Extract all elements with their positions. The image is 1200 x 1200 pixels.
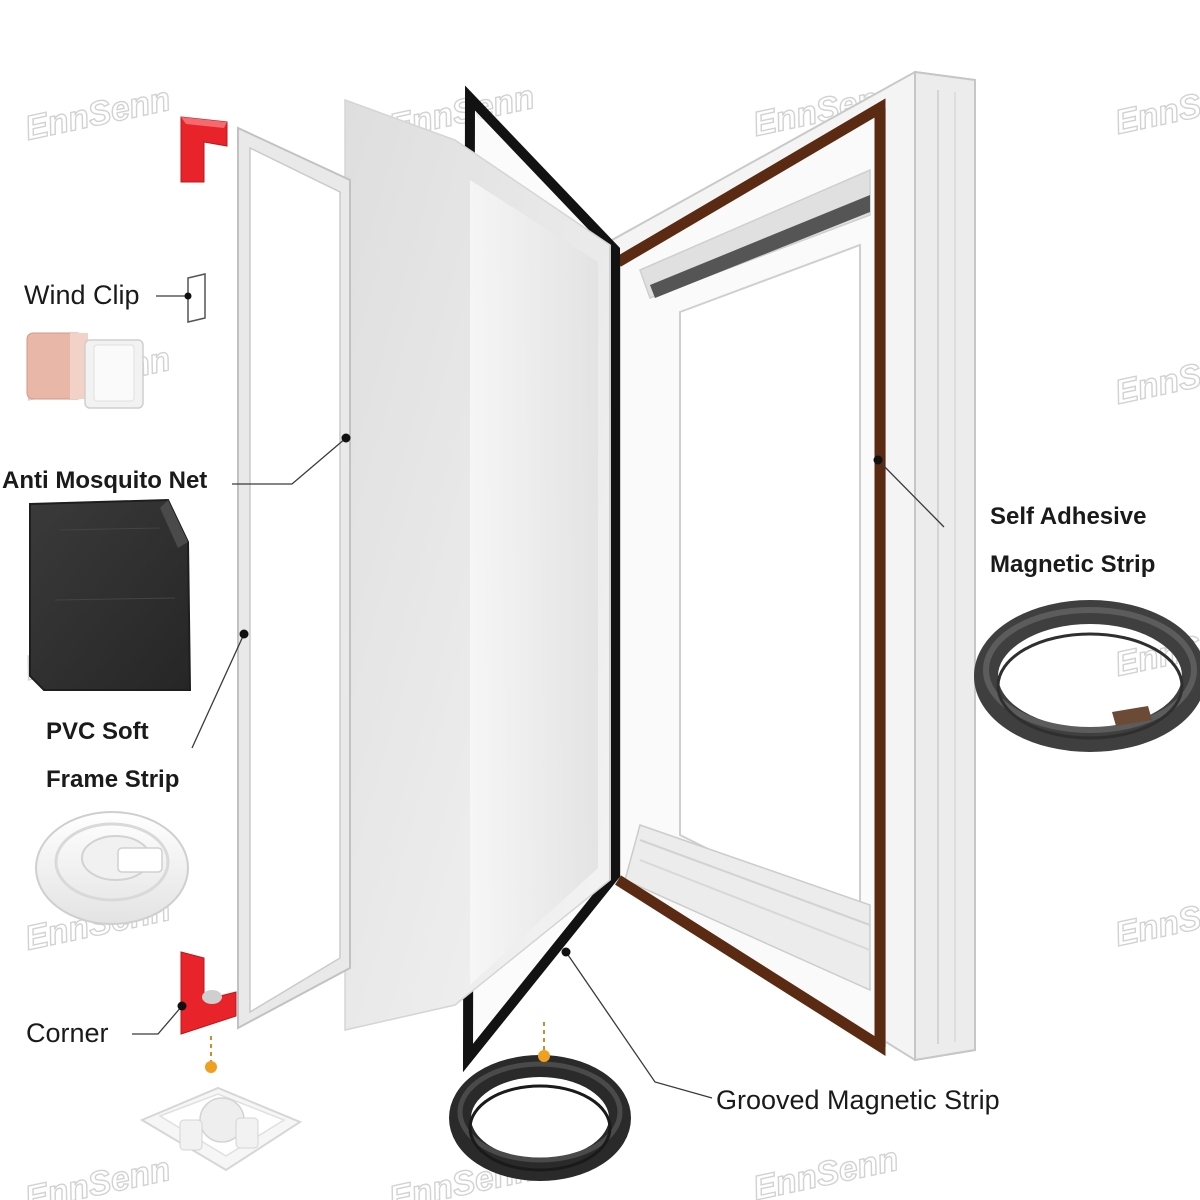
leader-lines [132, 292, 945, 1099]
wind-clip-photos [26, 332, 144, 409]
watermark: EnnSenn [22, 80, 174, 148]
self-adhesive-leader [877, 459, 945, 528]
watermark: EnnSenn [1112, 74, 1200, 142]
grooved-leader [565, 951, 713, 1099]
assembly-guides [205, 1022, 550, 1073]
label-grooved-magnetic-strip: Grooved Magnetic Strip [716, 1085, 1000, 1115]
corner-top [180, 116, 228, 183]
corner-leader [132, 1005, 183, 1035]
label-self-adhesive-line2: Magnetic Strip [990, 551, 1156, 578]
pvc-soft-frame [237, 126, 351, 1030]
label-wind-clip: Wind Clip [24, 280, 140, 310]
wind-clip-small [187, 273, 206, 323]
pvc-roll-photo [35, 811, 189, 925]
grooved-strip-roll [449, 1055, 631, 1181]
self-adhesive-strip-roll [974, 600, 1200, 752]
mosquito-net-panel [344, 98, 611, 1031]
window-frame [611, 70, 976, 1062]
watermark: EnnSenn [1112, 886, 1200, 954]
label-anti-mosquito-net: Anti Mosquito Net [2, 467, 208, 494]
watermark: EnnSenn [1112, 344, 1200, 412]
corner-bottom [180, 951, 237, 1035]
net-roll-photo [29, 498, 192, 691]
net-leader [232, 437, 347, 485]
pvc-leader [191, 633, 245, 749]
watermark: EnnSenn [750, 1140, 902, 1200]
label-self-adhesive-line1: Self Adhesive [990, 503, 1147, 530]
label-pvc-line2: Frame Strip [46, 766, 180, 793]
label-corner: Corner [26, 1018, 109, 1048]
watermark: EnnSenn [22, 1150, 174, 1200]
corner-connector-photo [139, 1086, 303, 1172]
label-pvc-line1: PVC Soft [46, 718, 149, 745]
